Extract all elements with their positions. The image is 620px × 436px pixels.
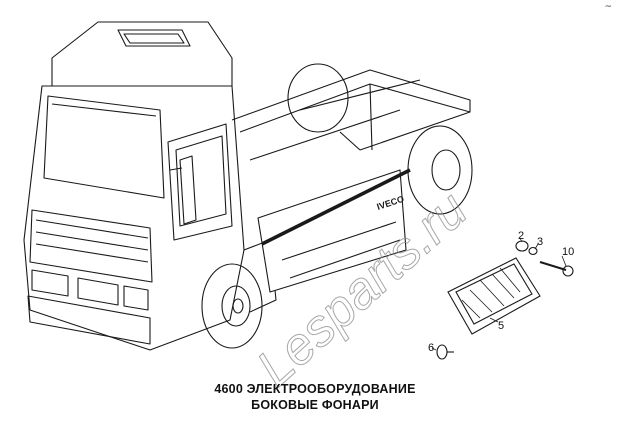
lamp-housing-part-5 <box>447 257 541 335</box>
caption-line-2: БОКОВЫЕ ФОНАРИ <box>251 398 379 412</box>
truck-drawing <box>23 21 473 351</box>
callout-6: 6 <box>428 342 435 354</box>
callout-10: 10 <box>562 246 575 258</box>
callout-5: 5 <box>498 320 505 332</box>
screw-part-10 <box>539 261 567 271</box>
washer-part-3 <box>528 246 538 256</box>
corner-mark: ~ <box>604 2 612 12</box>
caption-line-1: 4600 ЭЛЕКТРООБОРУДОВАНИЕ <box>214 382 416 396</box>
bulb-part-6 <box>436 344 448 360</box>
side-marker-lamp-parts <box>431 237 574 360</box>
callout-3: 3 <box>537 236 544 248</box>
callout-2: 2 <box>518 230 525 242</box>
nut-part-2 <box>515 240 529 252</box>
